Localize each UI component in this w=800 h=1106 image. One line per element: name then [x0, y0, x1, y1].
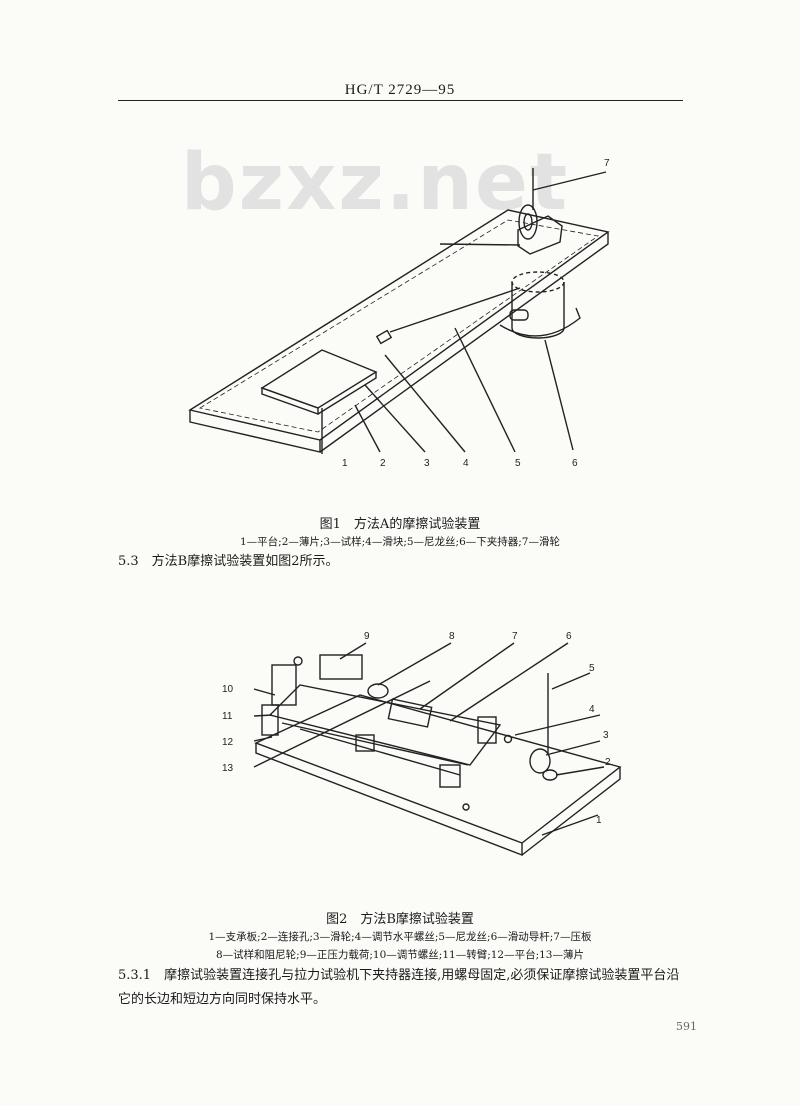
end-block-front — [439, 764, 461, 788]
figure-1-legend: 1—平台;2—薄片;3—试样;4—滑块;5—尼龙丝;6—下夹持器;7—滑轮 — [240, 536, 560, 548]
pulley-bracket — [517, 215, 563, 255]
platform-inner-edge — [198, 219, 600, 433]
thin-sheet — [260, 349, 378, 409]
fig2-callout-6: 6 — [566, 631, 572, 642]
fig2-callout-11: 11 — [222, 711, 233, 722]
figure-2-legend-line1: 1—支承板;2—连接孔;3—滑轮;4—调节水平螺丝;5—尼龙丝;6—滑动导杆;7… — [208, 931, 592, 943]
platform-top — [188, 209, 610, 441]
fig2-callout-12: 12 — [222, 737, 234, 748]
fig2-callout-2: 2 — [605, 757, 611, 768]
fig2-callout-10: 10 — [222, 684, 234, 695]
pressure-plate — [387, 698, 433, 728]
fig1-callout-3: 3 — [424, 458, 430, 469]
figure-2-caption: 图2 方法B摩擦试验装置 — [326, 912, 474, 927]
guide-rod — [281, 722, 469, 766]
fig1-callout-4: 4 — [463, 458, 469, 469]
fig2-callout-3: 3 — [603, 730, 609, 741]
fig2-callout-5: 5 — [589, 663, 595, 674]
end-block-right — [477, 716, 497, 744]
thread-upper — [439, 243, 521, 246]
fig1-callout-1: 1 — [342, 458, 348, 469]
standard-code-header: HG/T 2729—95 — [344, 82, 456, 98]
section-5-3-1-line2: 它的长边和短边方向同时保持水平。 — [118, 992, 327, 1007]
figure-1-caption: 图1 方法A的摩擦试验装置 — [319, 517, 481, 532]
normal-load — [319, 654, 363, 680]
platform — [268, 684, 502, 766]
page-number: 591 — [676, 1020, 697, 1033]
damping-wheel — [367, 683, 389, 699]
end-block-left — [261, 704, 279, 736]
fig2-callout-7: 7 — [512, 631, 518, 642]
fig2-callout-1: 1 — [596, 815, 602, 826]
fig2-callout-8: 8 — [449, 631, 455, 642]
fig1-callout-5: 5 — [515, 458, 521, 469]
figure-2-legend-line2: 8—试样和阻尼轮;9—正压力载荷;10—调节螺丝;11—转臂;12—平台;13—… — [216, 949, 584, 961]
platform-front-edge — [189, 410, 321, 453]
nylon-thread — [389, 287, 521, 333]
section-5-3: 5.3 方法B摩擦试验装置如图2所示。 — [118, 554, 339, 569]
figure-2-drawing: 1 2 3 4 5 6 7 8 9 10 11 12 13 — [222, 631, 622, 857]
fig2-callout-13: 13 — [222, 763, 234, 774]
pulley-wheel — [518, 204, 538, 240]
level-screw — [503, 734, 513, 744]
section-5-3-1-line1: 5.3.1 摩擦试验装置连接孔与拉力试验机下夹持器连接,用螺母固定,必须保证摩擦… — [118, 968, 680, 983]
fig1-callout-7: 7 — [604, 158, 610, 169]
fig1-callout-2: 2 — [380, 458, 386, 469]
fig2-callout-9: 9 — [364, 631, 370, 642]
pulley — [529, 748, 551, 774]
fig2-callout-4: 4 — [589, 704, 595, 715]
slider — [375, 329, 393, 345]
platform-side-edge — [319, 232, 609, 453]
figure-1-drawing: 1 2 3 4 5 6 7 — [188, 158, 610, 469]
header-rule — [118, 100, 683, 101]
rotating-arm — [271, 664, 297, 706]
fig1-callout-6: 6 — [572, 458, 578, 469]
